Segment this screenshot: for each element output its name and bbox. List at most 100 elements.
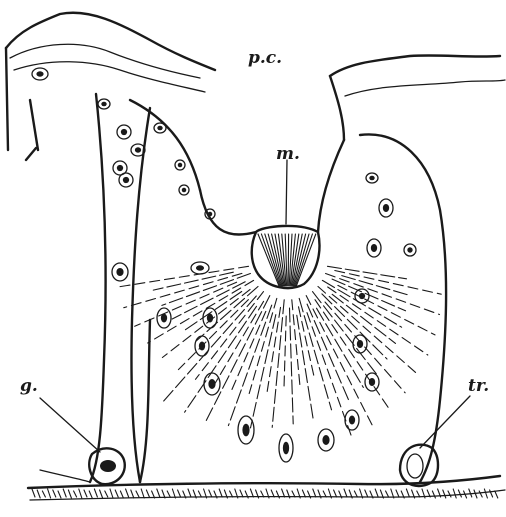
basement-stipple [178, 490, 181, 497]
fibre-line [342, 276, 407, 295]
fibre-line [290, 308, 294, 424]
nucleus-chromatin [357, 340, 363, 348]
basement-stipple [74, 491, 77, 497]
ganglion-nucleus [100, 460, 116, 472]
basement-stipple [396, 490, 399, 497]
fibre-line [184, 292, 242, 331]
nucleus-chromatin [135, 147, 141, 152]
basement-stipple [375, 489, 378, 497]
basement-stipple [188, 489, 191, 497]
nucleus-chromatin [121, 129, 127, 135]
label-g: g. [20, 378, 38, 395]
basement-stipple [443, 490, 446, 498]
basement-stipple [495, 491, 498, 498]
basement-stipple [126, 489, 129, 497]
basement-stipple [282, 489, 285, 497]
fibre-line [185, 306, 257, 412]
basement-stipple [100, 490, 103, 498]
nucleus-chromatin [208, 379, 215, 389]
basement-stipple [313, 489, 316, 497]
basement-stipple [406, 489, 409, 497]
nuclei-group [32, 68, 416, 462]
fibre-line [284, 316, 286, 391]
nucleus-chromatin [199, 342, 205, 351]
basement-stipple [453, 489, 456, 498]
fibre-line [249, 298, 277, 393]
fibre-line [206, 296, 269, 421]
basement-stipple [136, 491, 139, 497]
basement-stipple [344, 489, 347, 497]
nucleus-chromatin [161, 314, 167, 323]
basement-stipple [448, 491, 451, 497]
basement-stipple [48, 489, 51, 498]
basement-stipple [469, 489, 472, 497]
radiating-fibres [115, 266, 441, 438]
basement-stipple [479, 491, 482, 497]
basement-stipple [157, 489, 160, 497]
basement-stipple [219, 489, 222, 497]
basement-stipple [484, 489, 487, 498]
nucleus-chromatin [123, 177, 129, 183]
basement-stipple [141, 489, 144, 498]
nucleus-chromatin [371, 244, 377, 252]
nucleus-chromatin [369, 176, 374, 181]
fibre-line [115, 266, 248, 287]
label-tr: tr. [468, 378, 489, 395]
fibre-line [299, 298, 331, 409]
basement-stipple [209, 490, 212, 497]
fibre-line [297, 315, 313, 418]
basement-stipple [37, 490, 40, 498]
basement-stipple [94, 489, 97, 497]
basement-stipple [89, 491, 92, 498]
basement-stipple [63, 489, 66, 497]
fibre-line [124, 273, 242, 307]
nucleus-chromatin [196, 265, 204, 270]
fibre-line [313, 292, 377, 374]
basement-stipple [386, 491, 389, 497]
fibre-line [251, 315, 276, 428]
basement-stipple [131, 490, 134, 498]
fibre-line [196, 292, 264, 380]
nucleus-chromatin [283, 442, 289, 455]
basement-stipple [58, 491, 61, 498]
nucleus-chromatin [157, 126, 162, 131]
basement-stipple [334, 490, 337, 497]
fibre-line [267, 307, 281, 393]
nucleus-chromatin [36, 71, 43, 76]
nucleus-chromatin [117, 165, 123, 171]
basement-stipple [68, 490, 71, 498]
nucleus-chromatin [383, 204, 389, 212]
fibre-line [328, 287, 428, 355]
nucleus-chromatin [116, 268, 123, 276]
basement-stipple [120, 491, 123, 498]
basement-stipple [240, 490, 243, 497]
basement-stipple [105, 491, 108, 497]
basement-stipple [365, 490, 368, 497]
basement-stipple [250, 489, 253, 497]
nucleus-chromatin [407, 247, 412, 252]
nucleus-chromatin [322, 435, 329, 445]
cuticle-layer-right [318, 55, 505, 232]
nucleus-chromatin [208, 212, 213, 217]
nucleus-chromatin [182, 188, 187, 193]
fibre-line [231, 311, 266, 391]
basement-stipple [354, 491, 357, 497]
label-pc: p.c. [248, 50, 282, 67]
fibre-line [328, 266, 407, 279]
label-m: m. [276, 146, 300, 163]
fibre-line [135, 282, 237, 326]
basement-stipple [271, 490, 274, 497]
nucleus-chromatin [178, 163, 183, 168]
basement-stipple [432, 491, 435, 498]
basement-stipple [115, 490, 118, 497]
fibre-line [197, 287, 259, 341]
basement-stipple [42, 491, 45, 497]
fibre-line [272, 300, 284, 428]
basement-stipple [198, 491, 201, 497]
nucleus-chromatin [369, 378, 375, 386]
fibre-line [335, 271, 441, 295]
cuticle-layer-left [6, 13, 215, 160]
fibre-line [306, 296, 372, 425]
